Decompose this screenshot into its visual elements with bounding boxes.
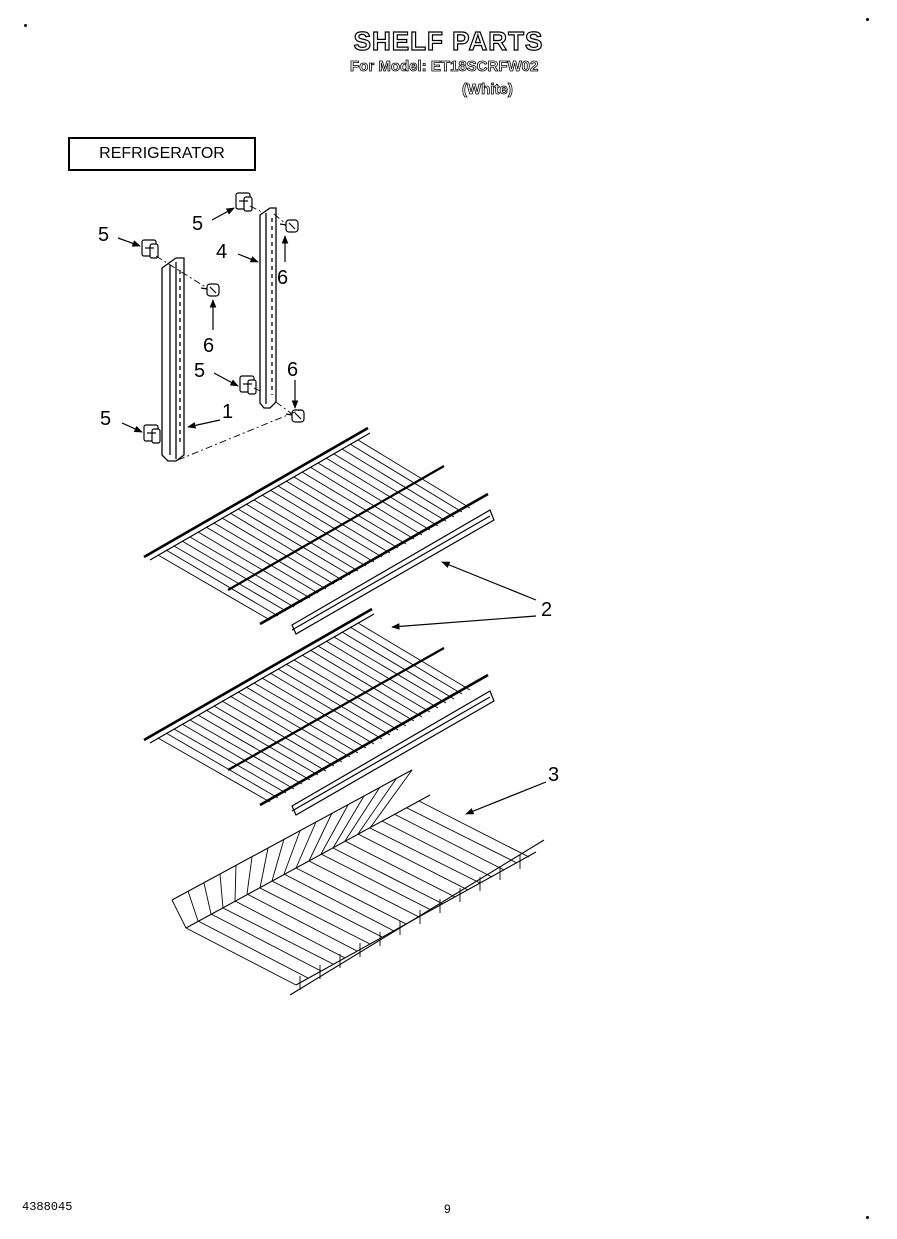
callout-1: 1 — [222, 401, 233, 423]
scan-speck — [24, 24, 27, 27]
shelf-standard-right — [259, 207, 277, 409]
wire-shelf-lower — [143, 607, 495, 816]
assembly-lines — [155, 205, 301, 461]
color-line: (White) — [462, 81, 514, 99]
callout-5: 5 — [192, 213, 203, 235]
model-line: For Model: ET18SCRFW02 — [350, 58, 539, 76]
wire-basket-part-3 — [171, 769, 545, 996]
callout-labels: 5 5 5 5 4 6 6 6 1 2 3 — [98, 213, 559, 786]
callout-5: 5 — [98, 224, 109, 246]
callout-5: 5 — [194, 360, 205, 382]
callout-5: 5 — [100, 408, 111, 430]
callout-6: 6 — [203, 335, 214, 357]
callout-4: 4 — [216, 241, 227, 263]
screw-part-6 — [200, 219, 305, 423]
section-label-box: REFRIGERATOR — [68, 137, 256, 171]
callout-arrows — [117, 207, 547, 815]
callout-2: 2 — [541, 599, 552, 621]
document-number: 4388045 — [22, 1200, 73, 1214]
callout-6: 6 — [287, 359, 298, 381]
clip-part-5 — [141, 192, 257, 444]
shelf-standard-left — [161, 257, 185, 462]
scan-speck — [866, 18, 869, 21]
wire-shelf-upper — [143, 426, 495, 635]
scan-speck — [866, 1216, 869, 1219]
callout-6: 6 — [277, 267, 288, 289]
callout-3: 3 — [548, 764, 559, 786]
page-title: SHELF PARTS — [353, 25, 544, 56]
page-number: 9 — [444, 1202, 451, 1216]
section-label: REFRIGERATOR — [99, 145, 225, 162]
